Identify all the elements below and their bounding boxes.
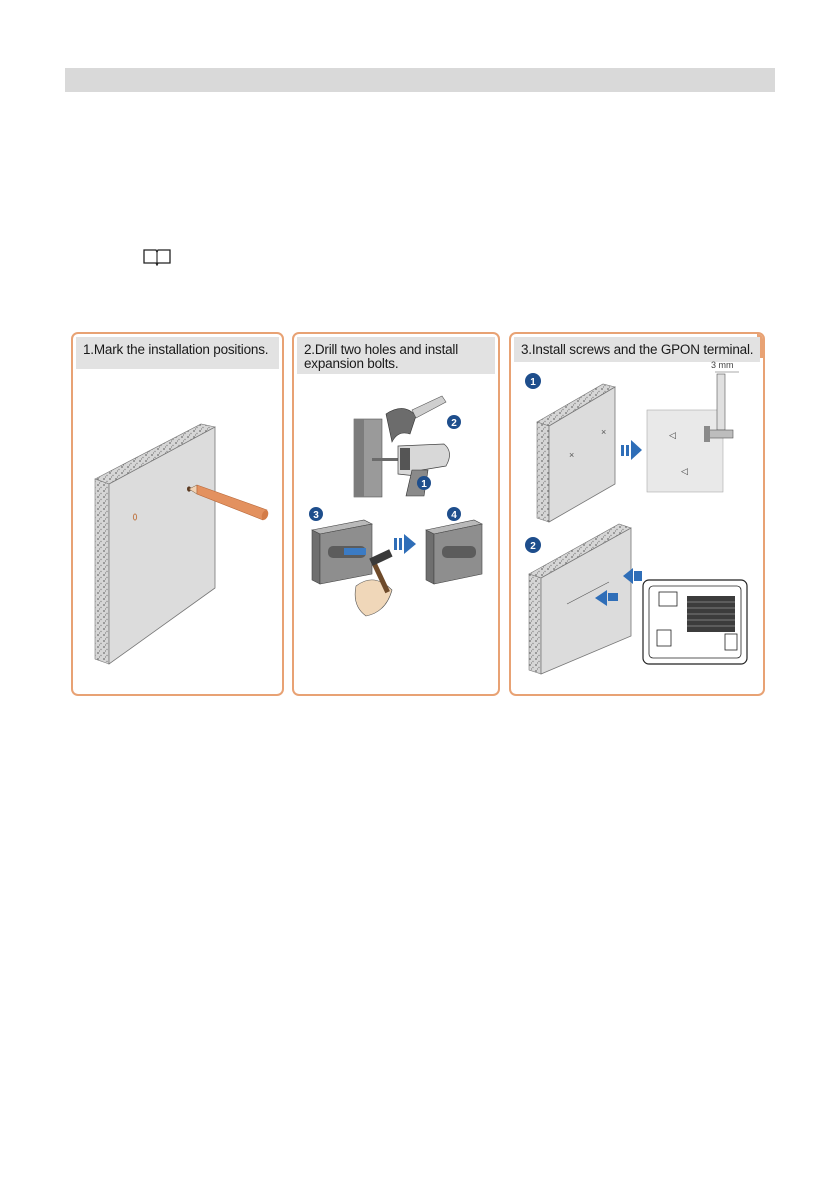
drill-illustration: 2 1 3 <box>294 334 500 696</box>
svg-text:3: 3 <box>313 510 319 521</box>
svg-text:×: × <box>569 450 574 460</box>
anchor-block-right <box>426 520 482 584</box>
sub-step-marker-2: 2 <box>525 537 541 553</box>
anchor-block-left <box>312 520 372 584</box>
arrow-right-icon <box>394 534 416 554</box>
svg-text:2: 2 <box>451 418 457 429</box>
step-marker-1: 1 <box>417 476 431 490</box>
zoom-detail <box>647 410 723 492</box>
step-marker-2: 2 <box>447 415 461 429</box>
install-terminal-illustration: 1 × × ◁ ◁ 3 mm 2 <box>511 334 765 696</box>
svg-text:◁: ◁ <box>681 466 688 476</box>
dimension-label: 3 mm <box>711 360 734 370</box>
sub-step-marker-1: 1 <box>525 373 541 389</box>
step-3-panel: 3.Install screws and the GPON terminal. … <box>509 332 765 696</box>
gpon-terminal-icon <box>643 580 747 664</box>
step-2-panel: 2.Drill two holes and install expansion … <box>292 332 500 696</box>
svg-text:2: 2 <box>530 541 536 552</box>
screw-icon <box>704 374 733 442</box>
dust-collector-icon <box>386 396 446 442</box>
step-marker-4: 4 <box>447 507 461 521</box>
wall-board-icon <box>549 387 615 522</box>
step-marker-3: 3 <box>309 507 323 521</box>
svg-text:1: 1 <box>530 377 536 388</box>
arrow-right-icon <box>621 440 642 460</box>
step-1-panel: 1.Mark the installation positions. <box>71 332 284 696</box>
board-side-edge <box>95 479 109 664</box>
board-face <box>109 427 215 664</box>
svg-text:×: × <box>601 427 606 437</box>
svg-text:4: 4 <box>451 510 457 521</box>
wall-board-illustration <box>73 334 284 696</box>
svg-text:◁: ◁ <box>669 430 676 440</box>
section-header-bar <box>65 68 775 92</box>
note-book-icon <box>142 248 172 266</box>
svg-text:1: 1 <box>421 479 427 490</box>
drill-icon <box>372 444 450 496</box>
